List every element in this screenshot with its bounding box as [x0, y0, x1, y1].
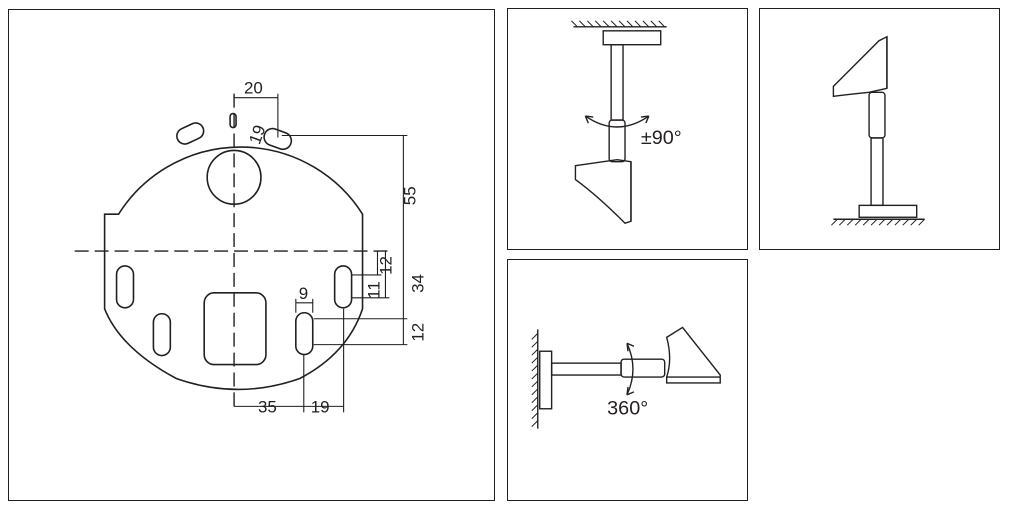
wall-rotation-arc — [626, 343, 634, 396]
dim-bottom-left: 35 — [258, 397, 277, 416]
floor-pole — [870, 137, 884, 207]
ceiling-base — [602, 30, 662, 46]
dim-top-offset: 55 — [400, 186, 419, 205]
slot-top-left — [176, 122, 205, 145]
rotation-arc — [584, 115, 650, 128]
ceiling-joint — [608, 119, 626, 163]
dim-top-width: 20 — [244, 79, 263, 98]
slot-bottom-right — [295, 311, 314, 356]
floor-lamp-head — [832, 35, 888, 98]
wall-pole — [550, 362, 622, 376]
mounting-plate-panel: 20 9 55 12 11 34 12 35 19 19 — [8, 9, 495, 501]
slot-lower-left — [152, 312, 172, 357]
wall-mount-drawing: 360° — [531, 326, 721, 429]
rect-opening — [203, 292, 267, 366]
mounting-plate-drawing: 20 9 55 12 11 34 12 35 19 19 — [74, 79, 427, 416]
floor-base — [858, 204, 918, 218]
wall-mount-panel: 360° — [507, 259, 748, 501]
ceiling-lamp-head — [574, 159, 632, 225]
keyhole — [229, 112, 237, 129]
dim-slot-spacing-a: 12 — [376, 256, 395, 275]
wall-lamp-head — [665, 326, 721, 384]
ceiling-mount-panel: ±90° — [507, 8, 748, 250]
slot-left — [115, 265, 135, 309]
dim-bottom-right: 19 — [311, 397, 330, 416]
slot-top-right — [263, 127, 293, 151]
slot-right — [333, 265, 353, 309]
ceiling-pole — [610, 44, 624, 121]
dim-slot-width: 9 — [299, 284, 308, 303]
dim-right-offset: 34 — [408, 274, 427, 293]
floor-joint — [868, 91, 886, 139]
wall-base — [539, 350, 553, 410]
wall-rotation-label: 360° — [607, 398, 648, 420]
wall-joint — [620, 358, 666, 378]
dim-slot-length-a: 11 — [364, 281, 383, 299]
rotation-angle-label: ±90° — [641, 127, 682, 149]
dim-slot-length-b: 12 — [408, 323, 427, 342]
plate-outline — [103, 146, 364, 391]
floor-mount-drawing — [831, 35, 925, 226]
floor-mount-panel — [759, 8, 1000, 250]
ceiling-mount-drawing: ±90° — [571, 20, 682, 225]
